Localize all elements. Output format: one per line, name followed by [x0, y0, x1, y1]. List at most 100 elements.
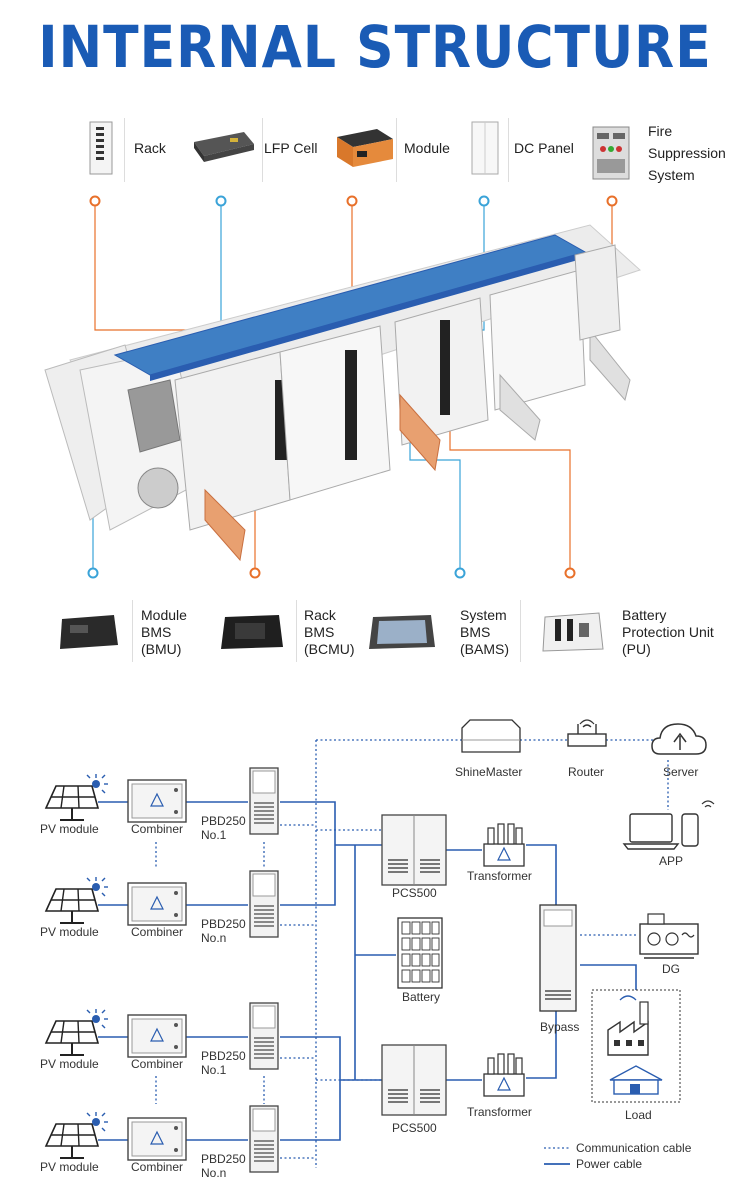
bmu-line-3: (BMU) [141, 640, 182, 657]
bcmu-icon [218, 604, 286, 660]
bypass-cabinet [539, 904, 577, 1012]
bcmu-line-1: Rack [304, 606, 336, 623]
bcmu-line-2: BMS [304, 623, 335, 640]
combiner-2 [127, 882, 187, 926]
bmu-line-1: Module [141, 606, 187, 623]
bams-line-3: (BAMS) [460, 640, 509, 657]
dg-label: DG [662, 962, 680, 976]
combiner-1 [127, 779, 187, 823]
bcmu-line-3: (BCMU) [304, 640, 355, 657]
pcs-1-label: PCS500 [392, 886, 437, 900]
pbd-3 [249, 1002, 279, 1070]
load-label: Load [625, 1108, 652, 1122]
bams-icon [366, 604, 438, 660]
battery-rack [397, 917, 443, 989]
cloud-server-icon [651, 723, 707, 755]
transformer-1-label: Transformer [467, 869, 532, 883]
app-devices-icon [622, 800, 715, 850]
component-lfp-cell: LFP Cell [188, 120, 317, 176]
component-dc-panel: DC Panel [462, 120, 574, 176]
rack-group-1 [174, 325, 391, 531]
lfp-cell-label: LFP Cell [264, 140, 318, 156]
fire-suppression-icon [588, 125, 634, 181]
bams-line-1: System [460, 606, 507, 623]
pu-icon [540, 604, 606, 660]
transformer-2-label: Transformer [467, 1105, 532, 1119]
pv-module-3 [45, 1008, 109, 1056]
component-module: Module [332, 120, 450, 176]
dot-bams [454, 567, 466, 579]
component-bcmu: Rack BMS (BCMU) [218, 604, 355, 660]
bmu-icon [55, 604, 121, 660]
pcs-2-label: PCS500 [392, 1121, 437, 1135]
container-illustration [44, 195, 641, 579]
load-box [591, 989, 681, 1103]
component-fire-suppression: Fire Suppression System [588, 120, 726, 186]
module-icon [332, 120, 398, 176]
pu-line-1: Battery [622, 606, 667, 623]
component-pu: Battery Protection Unit (PU) [540, 604, 714, 660]
bmu-line-2: BMS [141, 623, 172, 640]
dg-icon [639, 913, 699, 959]
pcs-2 [381, 1044, 447, 1116]
pv-module-1 [45, 773, 109, 821]
rack-group-2 [394, 269, 586, 446]
dot-fire [606, 195, 618, 207]
bypass-label: Bypass [540, 1020, 580, 1034]
battery-label: Battery [402, 990, 441, 1004]
bams-line-2: BMS [460, 623, 491, 640]
dc-panel-label: DC Panel [514, 140, 574, 156]
pbd-2 [249, 870, 279, 938]
pv-module-4 [45, 1111, 109, 1159]
pbd-1 [249, 767, 279, 835]
lfp-cell-icon [188, 120, 258, 176]
dot-dc-panel [478, 195, 490, 207]
combiner-3 [127, 1014, 187, 1058]
server-label: Server [663, 765, 699, 779]
pv-module-4-label: PV module [40, 1160, 99, 1174]
shinemaster-label: ShineMaster [455, 765, 523, 779]
power-cables [98, 801, 637, 1141]
combiner-2-label: Combiner [131, 925, 184, 939]
dc-panel-icon [462, 120, 508, 176]
pv-module-2 [45, 876, 109, 924]
pu-line-2: Protection Unit [622, 623, 714, 640]
component-bmu: Module BMS (BMU) [55, 604, 187, 660]
pcs-1 [381, 814, 447, 886]
communication-cables [155, 739, 669, 1168]
combiner-4 [127, 1117, 187, 1161]
pbd-4 [249, 1105, 279, 1173]
router-label: Router [568, 765, 605, 779]
dot-bmu [87, 567, 99, 579]
pv-module-3-label: PV module [40, 1057, 99, 1071]
router-icon [567, 719, 607, 747]
pv-module-2-label: PV module [40, 925, 99, 939]
page-title: INTERNAL STRUCTURE [38, 14, 712, 82]
app-label: APP [659, 854, 684, 868]
pu-line-3: (PU) [622, 640, 651, 657]
component-bams: System BMS (BAMS) [366, 604, 509, 660]
pv-module-1-label: PV module [40, 822, 99, 836]
combiner-4-label: Combiner [131, 1160, 184, 1174]
combiner-1-label: Combiner [131, 822, 184, 836]
legend-communication: Communication cable [576, 1141, 692, 1155]
dot-rack [89, 195, 101, 207]
fire-suppression-label: Fire Suppression System [648, 123, 726, 183]
rack-label: Rack [134, 140, 166, 156]
dot-bcmu [249, 567, 261, 579]
rack-icon [78, 120, 124, 176]
dot-module [346, 195, 358, 207]
factory-icon [607, 995, 649, 1056]
component-rack: Rack [78, 120, 166, 176]
transformer-2 [483, 1053, 525, 1097]
transformer-1 [483, 823, 525, 867]
house-icon [609, 1065, 663, 1095]
legend-power: Power cable [576, 1157, 643, 1171]
dot-pu [564, 567, 576, 579]
combiner-3-label: Combiner [131, 1057, 184, 1071]
